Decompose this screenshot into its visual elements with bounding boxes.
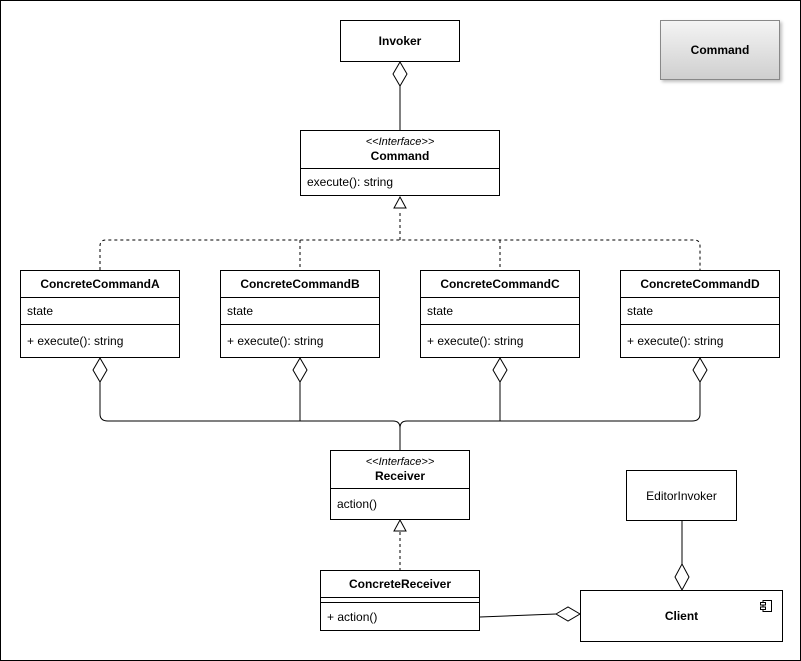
command-stereotype: <<Interface>>	[365, 136, 435, 148]
concrete-command-a-diamond	[92, 357, 108, 383]
receiver-stereotype: <<Interface>>	[365, 456, 435, 468]
command-realization-triangle	[393, 195, 407, 209]
concrete-command-d[interactable]: ConcreteCommandD state + execute(): stri…	[620, 270, 780, 358]
legend-label: Command	[690, 43, 750, 57]
invoker-aggregation-diamond	[392, 61, 408, 87]
concrete-receiver-name: ConcreteReceiver	[321, 571, 479, 598]
command-methods: execute(): string	[301, 169, 499, 195]
command-header: <<Interface>> Command	[301, 131, 499, 169]
concrete-receiver-method: + action()	[327, 609, 378, 624]
concrete-command-a[interactable]: ConcreteCommandA state + execute(): stri…	[20, 270, 180, 358]
class-method: + execute(): string	[27, 334, 124, 348]
concrete-command-c-diamond	[492, 357, 508, 383]
client-aggregation-diamond	[555, 606, 581, 622]
concrete-command-d-diamond	[692, 357, 708, 383]
invoker-name: Invoker	[378, 34, 422, 48]
editor-invoker-class[interactable]: EditorInvoker	[626, 470, 737, 521]
receiver-method: action()	[337, 497, 378, 511]
class-attribute: state	[421, 298, 579, 325]
class-name: ConcreteCommandD	[621, 271, 779, 298]
receiver-aggregation-lines	[99, 382, 701, 450]
client-name: Client	[664, 609, 699, 623]
editor-invoker-diamond	[674, 562, 690, 592]
class-method: + execute(): string	[627, 334, 724, 348]
editor-invoker-name: EditorInvoker	[646, 488, 717, 503]
receiver-methods: action()	[331, 489, 469, 519]
receiver-interface[interactable]: <<Interface>> Receiver action()	[330, 450, 470, 520]
command-name: Command	[370, 149, 430, 163]
receiver-header: <<Interface>> Receiver	[331, 451, 469, 489]
class-name: ConcreteCommandB	[221, 271, 379, 298]
client-component[interactable]: Client	[580, 590, 783, 642]
concrete-receiver-class[interactable]: ConcreteReceiver + action()	[320, 570, 480, 631]
class-name: ConcreteCommandA	[21, 271, 179, 298]
class-attribute: state	[21, 298, 179, 325]
concrete-command-c[interactable]: ConcreteCommandC state + execute(): stri…	[420, 270, 580, 358]
receiver-realization-triangle	[393, 518, 407, 532]
class-method: + execute(): string	[427, 334, 524, 348]
class-name: ConcreteCommandC	[421, 271, 579, 298]
legend-command-box: Command	[660, 20, 780, 80]
concrete-receiver-attributes	[321, 598, 479, 603]
concrete-command-b-diamond	[292, 357, 308, 383]
command-realization-lines	[99, 210, 701, 270]
receiver-client-link	[479, 613, 557, 618]
class-attribute: state	[621, 298, 779, 325]
invoker-class[interactable]: Invoker	[340, 20, 460, 62]
receiver-name: Receiver	[374, 469, 426, 483]
component-icon	[760, 600, 772, 612]
class-attribute: state	[221, 298, 379, 325]
command-interface[interactable]: <<Interface>> Command execute(): string	[300, 130, 500, 196]
class-method: + execute(): string	[227, 334, 324, 348]
concrete-command-b[interactable]: ConcreteCommandB state + execute(): stri…	[220, 270, 380, 358]
command-method: execute(): string	[307, 175, 394, 189]
